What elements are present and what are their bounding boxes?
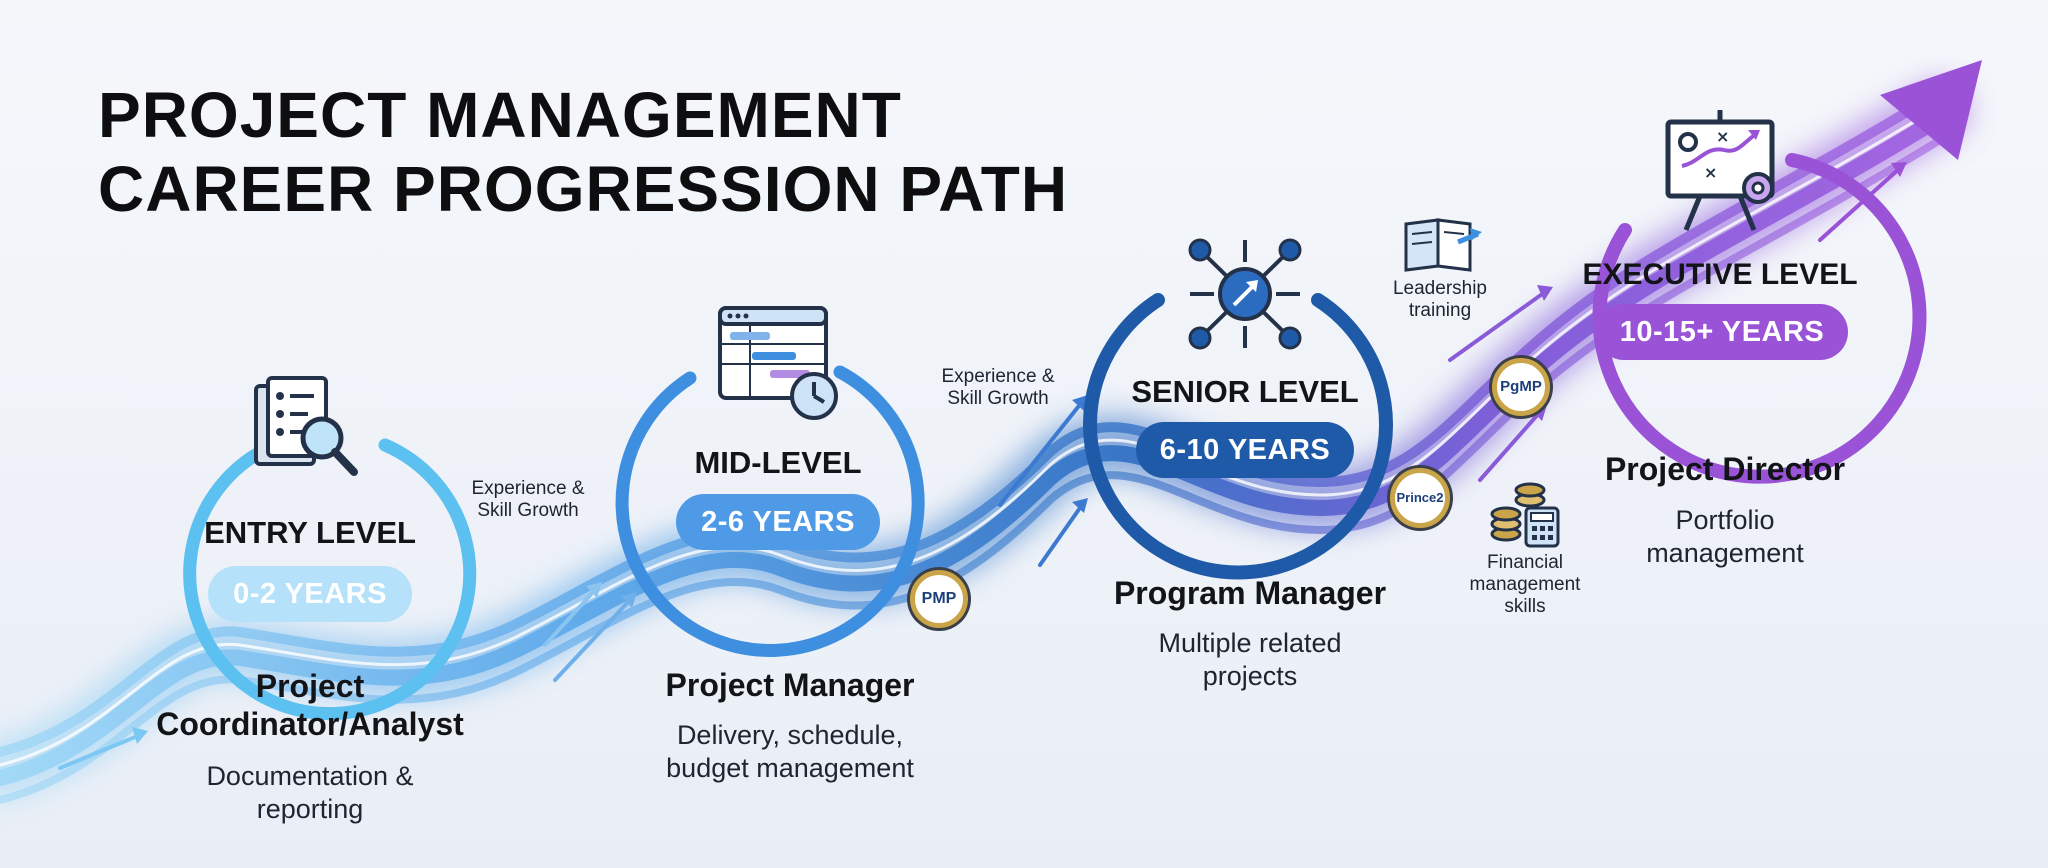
desc-mid: Delivery, schedule, budget management xyxy=(620,719,960,785)
stage-executive-level: EXECUTIVE LEVEL xyxy=(1582,258,1858,291)
desc-senior: Multiple related projects xyxy=(1090,627,1410,693)
stage-rings xyxy=(183,153,1927,721)
transition-2-line-1: Experience & xyxy=(941,366,1055,387)
stage-mid-level: MID-LEVEL xyxy=(694,445,862,480)
transition-label-1: Experience & Skill Growth xyxy=(448,478,608,522)
network-hub-icon xyxy=(1188,238,1302,350)
wave-white-highlight xyxy=(0,110,1932,767)
desc-executive: Portfolio management xyxy=(1565,504,1885,570)
transition-1-line-1: Experience & xyxy=(471,478,585,499)
desc-mid-line-1: Delivery, schedule, xyxy=(676,720,904,750)
pgmp-badge: PgMP xyxy=(1492,358,1550,416)
transition-1-line-2: Skill Growth xyxy=(477,500,579,521)
progress-arrow-head-icon xyxy=(1880,60,1982,160)
pmp-badge: PMP xyxy=(910,570,968,628)
desc-executive-line-1: Portfolio xyxy=(1675,505,1775,535)
upward-arrows xyxy=(58,162,1907,770)
desc-senior-line-2: projects xyxy=(1202,661,1298,691)
desc-entry: Documentation & reporting xyxy=(150,760,470,826)
role-entry-line-1: Project xyxy=(255,668,365,704)
role-mid: Project Manager xyxy=(665,667,915,703)
role-senior: Program Manager xyxy=(1113,575,1387,611)
document-magnifier-icon xyxy=(254,376,358,476)
title-line-1: PROJECT MANAGEMENT xyxy=(98,79,902,151)
title-line-2: CAREER PROGRESSION PATH xyxy=(98,153,1069,225)
stage-entry-level: ENTRY LEVEL xyxy=(204,515,416,550)
role-entry-line-2: Coordinator/Analyst xyxy=(156,706,464,742)
transition-2-line-2: Skill Growth xyxy=(947,388,1049,409)
desc-executive-line-2: management xyxy=(1646,538,1804,568)
prince2-badge: Prince2 xyxy=(1390,468,1450,528)
transition-label-2: Experience & Skill Growth xyxy=(918,366,1078,410)
coins-calculator-icon xyxy=(1490,482,1560,548)
financial-line-1: Financial xyxy=(1486,552,1564,573)
desc-entry-line-2: reporting xyxy=(256,794,364,824)
desc-senior-line-1: Multiple related xyxy=(1158,628,1342,658)
stage-mid-years-badge: 2-6 YEARS xyxy=(676,494,880,550)
financial-line-2: management xyxy=(1469,574,1581,595)
leadership-line-1: Leadership xyxy=(1392,278,1488,299)
svg-text:×: × xyxy=(1704,163,1717,182)
role-entry: Project Coordinator/Analyst xyxy=(130,667,490,743)
stage-senior-years-badge: 6-10 YEARS xyxy=(1136,422,1354,478)
desc-entry-line-1: Documentation & xyxy=(206,761,414,791)
presentation-board-icon: × × xyxy=(1665,110,1775,231)
leadership-training-note: Leadership training xyxy=(1360,278,1520,322)
stage-entry-years-badge: 0-2 YEARS xyxy=(208,566,412,622)
financial-line-3: skills xyxy=(1504,596,1546,617)
stage-executive-years-badge: 10-15+ YEARS xyxy=(1596,304,1848,360)
svg-text:×: × xyxy=(1716,127,1729,146)
leadership-line-2: training xyxy=(1408,300,1472,321)
gantt-chart-clock-icon xyxy=(718,306,838,420)
page-title: PROJECT MANAGEMENT CAREER PROGRESSION PA… xyxy=(98,78,1068,226)
stage-senior-level: SENIOR LEVEL xyxy=(1131,374,1359,409)
financial-skills-note: Financial management skills xyxy=(1445,552,1605,618)
open-book-icon xyxy=(1404,218,1482,272)
desc-mid-line-2: budget management xyxy=(666,753,914,783)
role-executive: Project Director xyxy=(1604,451,1846,487)
